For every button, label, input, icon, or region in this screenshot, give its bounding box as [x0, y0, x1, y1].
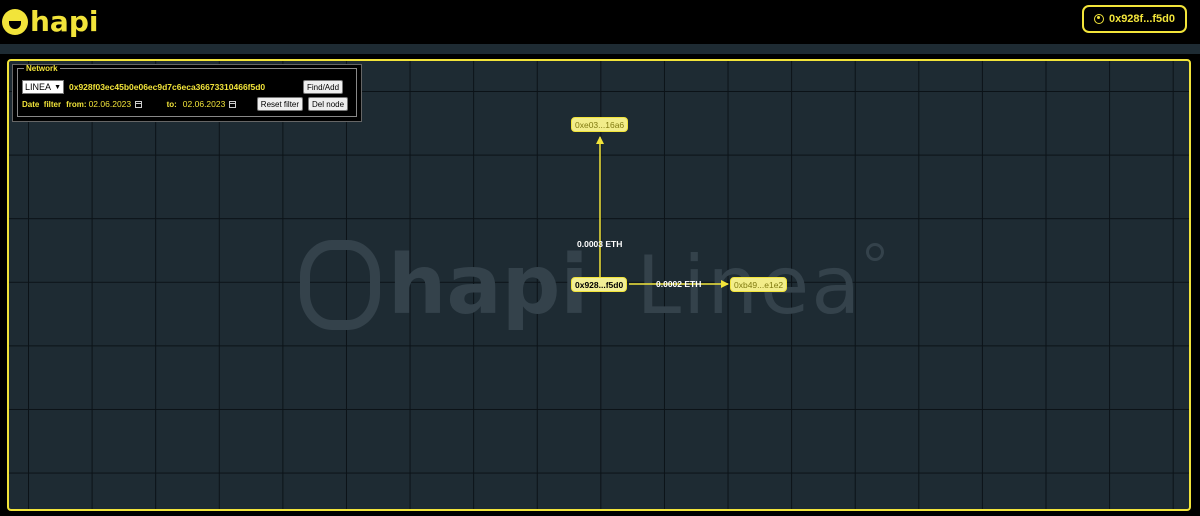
find-add-button[interactable]: Find/Add: [303, 80, 344, 94]
reset-filter-button[interactable]: Reset filter: [256, 97, 304, 111]
del-node-button[interactable]: Del node: [308, 97, 349, 111]
to-label: to:: [166, 99, 177, 109]
to-date-input[interactable]: 02.06.2023: [183, 99, 255, 109]
calendar-icon[interactable]: [229, 100, 237, 108]
graph-node-0xb49[interactable]: 0xb49...e1e2: [730, 277, 788, 292]
from-date-value: 02.06.2023: [88, 99, 132, 109]
date-filter-label: Date filter: [22, 99, 62, 109]
network-select-value: LINEA: [25, 82, 52, 92]
network-fieldset: Network: [17, 64, 357, 117]
filter-row: Date filter from: 02.06.2023 to: 02.06.2…: [22, 97, 349, 111]
chevron-down-icon: ▼: [54, 83, 61, 91]
user-circle-icon: [1093, 14, 1104, 24]
graph-node-0xe03[interactable]: 0xe03...16a6: [571, 117, 629, 132]
hapi-mascot-icon: [2, 9, 28, 35]
network-panel: Network LINEA ▼ 0x928f03ec45b0e06ec9d7c6…: [12, 64, 362, 122]
edge-label-amount: 0.0003 ETH: [577, 239, 623, 249]
address-input[interactable]: 0x928f03ec45b0e06ec9d7c6eca36673310466f5…: [68, 80, 303, 94]
edge-label-amount: 0.0002 ETH: [656, 279, 702, 289]
from-date-input[interactable]: 02.06.2023: [89, 99, 161, 109]
logo-text: hapi: [30, 5, 99, 38]
from-label: from:: [66, 99, 87, 109]
graph-node-center[interactable]: 0x928...f5d0: [571, 277, 628, 292]
network-select[interactable]: LINEA ▼: [22, 80, 64, 94]
calendar-icon[interactable]: [135, 100, 143, 108]
wallet-address-label: 0x928f...f5d0: [1108, 13, 1175, 25]
wallet-button[interactable]: 0x928f...f5d0: [1081, 5, 1187, 33]
hapi-logo[interactable]: hapi: [2, 4, 98, 40]
top-bar: hapi 0x928f...f5d0: [0, 0, 1200, 44]
network-legend: Network: [26, 64, 58, 73]
header-divider: [0, 44, 1200, 54]
to-date-value: 02.06.2023: [182, 99, 226, 109]
search-row: LINEA ▼ 0x928f03ec45b0e06ec9d7c6eca36673…: [22, 80, 344, 94]
